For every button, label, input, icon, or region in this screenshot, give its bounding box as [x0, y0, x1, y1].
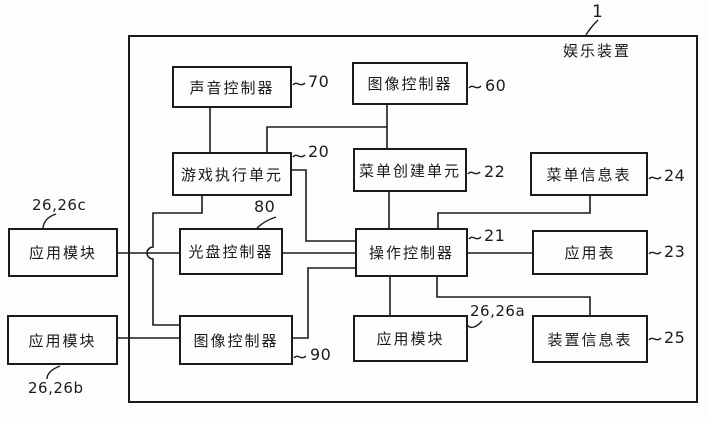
device-boundary-box	[128, 35, 698, 403]
connector-20-to-90	[146, 196, 203, 326]
leader-21	[468, 236, 482, 240]
box-image-controller-top: 图像控制器	[352, 62, 468, 105]
ref-90: 90	[310, 345, 332, 364]
leader-26b	[46, 365, 61, 380]
box-disc-controller-label: 光盘控制器	[188, 243, 274, 261]
leader-60	[468, 85, 482, 89]
box-menu-creation-unit-label: 菜单创建单元	[358, 161, 461, 180]
leader-24	[648, 176, 662, 180]
box-image-controller-bottom-label: 图像控制器	[193, 331, 279, 350]
ref-60: 60	[485, 76, 507, 95]
leader-80	[256, 216, 277, 229]
box-menu-creation-unit: 菜单创建单元	[353, 148, 467, 192]
connector-24-to-21	[437, 196, 591, 228]
box-application-module-a-label: 应用模块	[376, 330, 445, 348]
ref-24: 24	[664, 166, 686, 185]
connector-20-to-21	[292, 169, 355, 242]
leader-70	[292, 82, 306, 86]
box-application-module-b: 应用模块	[7, 315, 118, 365]
box-image-controller-top-label: 图像控制器	[367, 75, 453, 93]
box-device-info-table: 装置信息表	[532, 315, 648, 363]
leader-20	[292, 154, 306, 158]
ref-26b: 26,26b	[28, 379, 84, 397]
box-menu-info-table-label: 菜单信息表	[546, 165, 632, 184]
box-menu-info-table: 菜单信息表	[530, 152, 648, 196]
ref-80: 80	[254, 197, 276, 216]
box-application-module-c: 应用模块	[8, 228, 118, 277]
device-title: 娱乐装置	[563, 42, 632, 60]
box-operation-controller-label: 操作控制器	[368, 244, 454, 262]
leader-1	[585, 19, 599, 36]
box-application-module-c-label: 应用模块	[28, 244, 97, 262]
ref-23: 23	[664, 242, 686, 261]
connector-21-to-25	[436, 277, 591, 315]
box-application-table: 应用表	[532, 230, 648, 275]
ref-26c: 26,26c	[32, 196, 87, 214]
box-game-execution-unit: 游戏执行单元	[172, 152, 292, 196]
ref-22: 22	[484, 162, 506, 181]
box-sound-controller-label: 声音控制器	[189, 78, 275, 97]
leader-22	[467, 171, 481, 175]
ref-26a: 26,26a	[470, 302, 526, 320]
box-disc-controller: 光盘控制器	[179, 228, 283, 275]
box-device-info-table-label: 装置信息表	[547, 330, 633, 349]
leader-23	[648, 251, 662, 255]
leader-25	[648, 337, 662, 341]
ref-20: 20	[308, 142, 330, 161]
box-image-controller-bottom: 图像控制器	[179, 315, 293, 365]
box-application-table-label: 应用表	[564, 244, 616, 262]
ref-21: 21	[484, 226, 506, 245]
box-operation-controller: 操作控制器	[355, 228, 468, 277]
box-game-execution-unit-label: 游戏执行单元	[180, 165, 283, 184]
connector-21-to-90	[293, 267, 355, 339]
box-application-module-a: 应用模块	[353, 315, 468, 362]
figure-ref-number: 1	[592, 2, 603, 22]
box-application-module-b-label: 应用模块	[28, 331, 97, 350]
ref-25: 25	[664, 328, 686, 347]
ref-70: 70	[308, 72, 330, 91]
box-sound-controller: 声音控制器	[172, 66, 292, 108]
leader-26c	[42, 213, 57, 229]
connector-60-to-20	[266, 126, 387, 152]
leader-90	[293, 355, 307, 359]
